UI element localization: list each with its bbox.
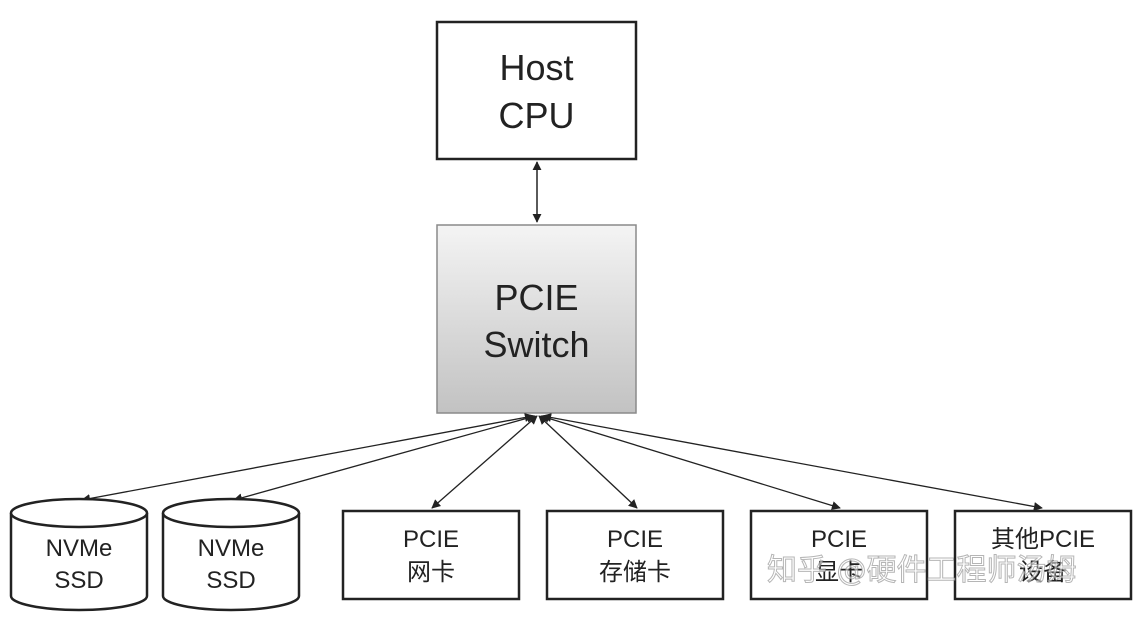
pcie-switch-label-line1: PCIE — [494, 277, 578, 318]
nvme-ssd-2-label-line1: NVMe — [198, 535, 265, 562]
pcie-nic-label-line2: 网卡 — [407, 559, 455, 586]
link-nvme-ssd-1 — [81, 413, 534, 503]
nvme-ssd-2-cylinder-body — [161, 513, 301, 612]
nvme-ssd-2-label-line2: SSD — [206, 567, 255, 594]
nvme-ssd-1-node: NVMe SSD — [9, 497, 149, 612]
pcie-gpu-box — [749, 509, 929, 601]
host-cpu-node: Host CPU — [435, 20, 638, 161]
other-pcie-device-label-line1: 其他PCIE — [991, 526, 1095, 553]
nvme-ssd-2-cylinder-top — [161, 497, 301, 529]
pcie-storage-card-label-line2: 存储卡 — [599, 559, 671, 586]
other-pcie-device-node: 其他PCIE 设备 — [953, 509, 1133, 601]
nvme-ssd-1-label-line1: NVMe — [46, 535, 113, 562]
nvme-ssd-1-label-line2: SSD — [54, 567, 103, 594]
pcie-nic-box — [341, 509, 521, 601]
pcie-gpu-label-line1: PCIE — [811, 526, 867, 553]
pcie-switch-label-line2: Switch — [483, 324, 589, 365]
pcie-nic-label-line1: PCIE — [403, 526, 459, 553]
pcie-switch-node: PCIE Switch — [436, 224, 637, 414]
other-pcie-device-box — [953, 509, 1133, 601]
pcie-storage-card-label-line1: PCIE — [607, 526, 663, 553]
host-cpu-box — [435, 20, 638, 161]
pcie-nic-node: PCIE 网卡 — [341, 509, 521, 601]
host-cpu-label-line2: CPU — [498, 95, 574, 136]
pcie-gpu-label-line2: 显卡 — [815, 559, 863, 586]
other-pcie-device-label-line2: 设备 — [1019, 559, 1067, 586]
pcie-gpu-node: PCIE 显卡 — [749, 509, 929, 601]
nvme-ssd-2-node: NVMe SSD — [161, 497, 301, 612]
pcie-switch-box — [436, 224, 637, 414]
switch-device-links — [81, 413, 1043, 511]
pcie-storage-card-box — [545, 509, 725, 601]
link-pcie-nic — [431, 415, 538, 509]
watermark-text: 知乎 @硬件工程师汤姆 — [767, 553, 1077, 588]
host-cpu-label-line1: Host — [499, 47, 573, 88]
pcie-storage-card-node: PCIE 存储卡 — [545, 509, 725, 601]
link-other-pcie — [542, 413, 1043, 511]
nvme-ssd-1-cylinder-body — [9, 513, 149, 612]
nvme-ssd-1-cylinder-top — [9, 497, 149, 529]
